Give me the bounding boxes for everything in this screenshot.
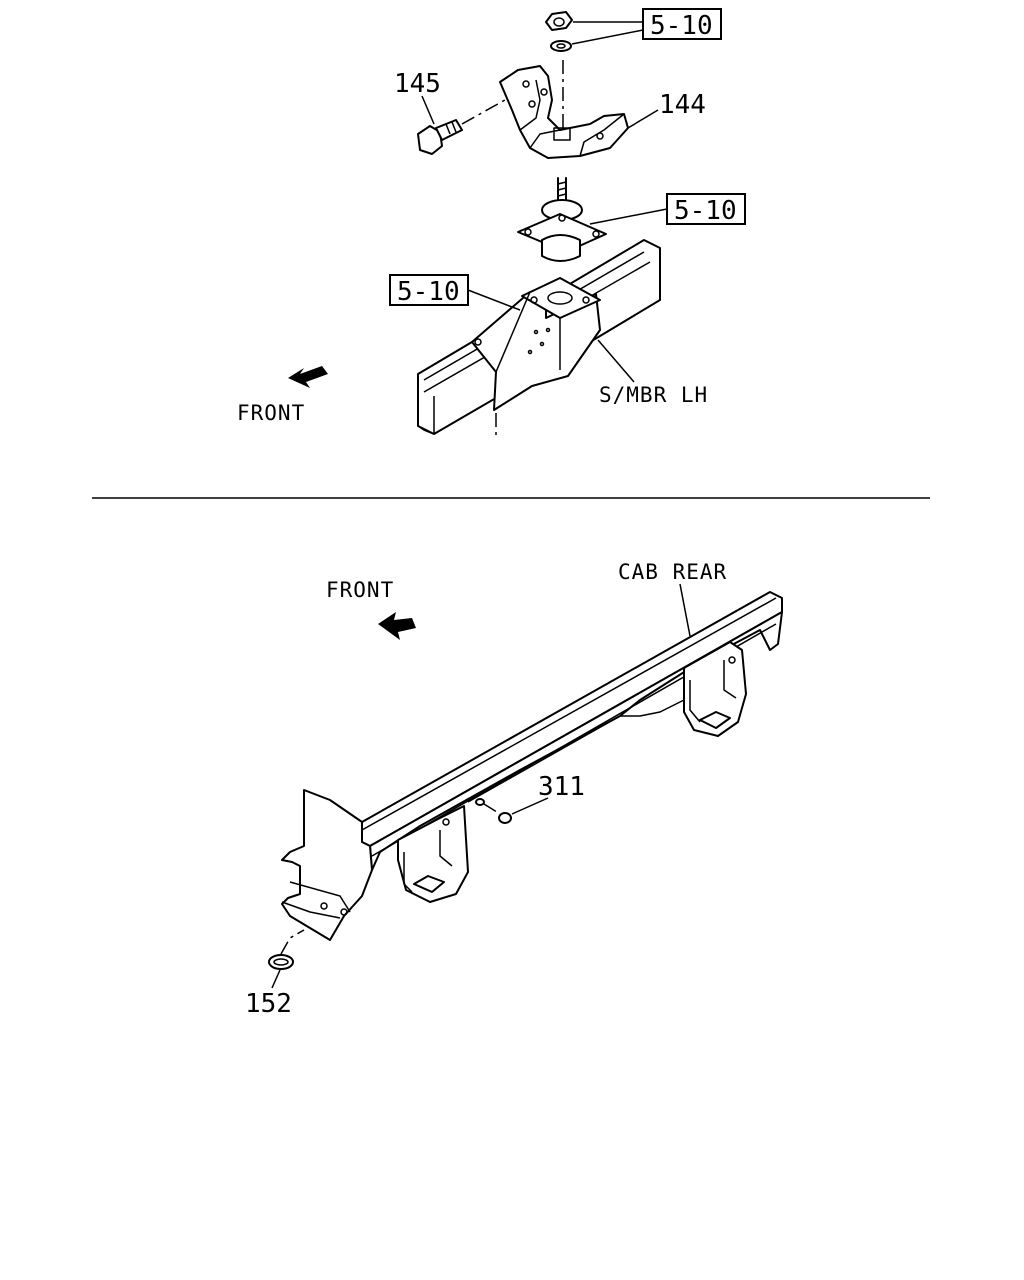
rubber-mount <box>517 177 607 262</box>
top-diagram: 5-10 145 144 <box>237 8 746 440</box>
frame-bracket <box>471 277 601 411</box>
ref-label-mount: 5-10 <box>674 196 737 226</box>
flange-nut <box>545 11 573 31</box>
plug-311 <box>475 798 512 824</box>
leader-washer <box>571 29 644 45</box>
bolt-centerline <box>461 99 506 125</box>
label-144: 144 <box>659 90 706 120</box>
leader-side-member <box>597 339 635 383</box>
leader-cab-rear <box>679 583 691 637</box>
cab-side-panel <box>281 789 373 941</box>
upper-bracket-144 <box>499 65 629 159</box>
label-front-top: FRONT <box>237 401 305 425</box>
leader-145 <box>421 95 435 125</box>
crossmember-lower-edge <box>467 699 685 803</box>
label-145: 145 <box>394 69 441 99</box>
label-side-member: S/MBR LH <box>599 383 708 407</box>
leader-311 <box>511 797 549 815</box>
leader-152 <box>271 969 281 989</box>
ref-box-nut <box>642 8 722 40</box>
front-arrow-icon <box>288 366 328 388</box>
mount-bracket-left <box>397 805 469 903</box>
grommet-centerline <box>280 929 305 955</box>
mount-bracket-right <box>683 641 747 737</box>
leader-bracket <box>467 289 521 311</box>
washer <box>550 40 572 52</box>
label-front-bottom: FRONT <box>326 578 394 602</box>
grommet-152 <box>268 954 294 970</box>
leader-144 <box>627 109 659 129</box>
bolt-145 <box>417 119 463 155</box>
ref-box-mount <box>666 193 746 225</box>
leader-mount <box>589 208 668 225</box>
label-152: 152 <box>245 989 292 1019</box>
ref-label-nut: 5-10 <box>650 11 713 41</box>
bottom-diagram: FRONT <box>245 560 783 1019</box>
front-arrow-icon <box>378 612 416 640</box>
label-cab-rear: CAB REAR <box>618 560 727 584</box>
label-311: 311 <box>538 772 585 802</box>
ref-label-bracket: 5-10 <box>397 277 460 307</box>
